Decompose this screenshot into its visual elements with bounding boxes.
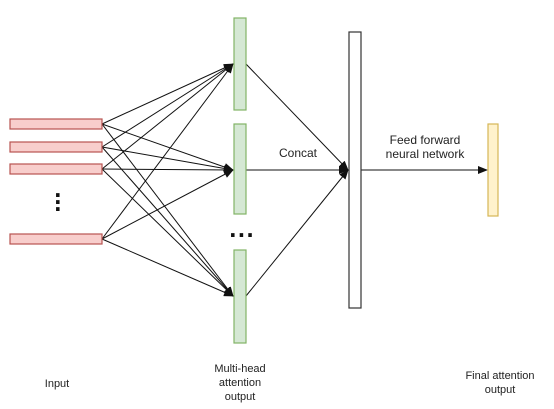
concat-label: Concat xyxy=(278,146,318,160)
input-4-to-head-2-arrow xyxy=(101,169,234,240)
input-4-to-head-1-arrow xyxy=(101,63,234,240)
input-3-to-head-1-arrow xyxy=(101,63,234,170)
head-ellipsis: ... xyxy=(229,218,255,242)
ffn-label: Feed forward neural network xyxy=(385,133,465,161)
concat-block xyxy=(348,31,362,309)
input-4-to-head-3-arrow xyxy=(101,238,234,297)
input-2-to-head-1-arrow xyxy=(101,63,234,148)
input-vector-2 xyxy=(9,141,103,153)
attention-head-3 xyxy=(233,249,247,344)
attention-head-2 xyxy=(233,123,247,215)
head-1-to-concat-arrow xyxy=(245,63,349,171)
input-1-to-head-1-arrow xyxy=(101,63,234,125)
final-output-vector xyxy=(487,123,499,217)
input-1-to-head-3-arrow xyxy=(101,123,234,297)
input-3-to-head-3-arrow xyxy=(101,168,234,297)
input-label: Input xyxy=(44,378,70,390)
head-3-to-concat-arrow xyxy=(245,169,349,297)
input-vector-4 xyxy=(9,233,103,245)
attention-head-1 xyxy=(233,17,247,111)
input-3-to-head-2-arrow xyxy=(101,165,234,174)
multihead-label: Multi-head attention output xyxy=(214,363,266,403)
final-label: Final attention output xyxy=(465,370,535,396)
input-vector-3 xyxy=(9,163,103,175)
input-vector-1 xyxy=(9,118,103,130)
input-2-to-head-3-arrow xyxy=(101,146,234,297)
input-ellipsis: ··· xyxy=(54,183,62,221)
input-1-to-head-2-arrow xyxy=(101,123,234,171)
input-2-to-head-2-arrow xyxy=(101,146,234,173)
